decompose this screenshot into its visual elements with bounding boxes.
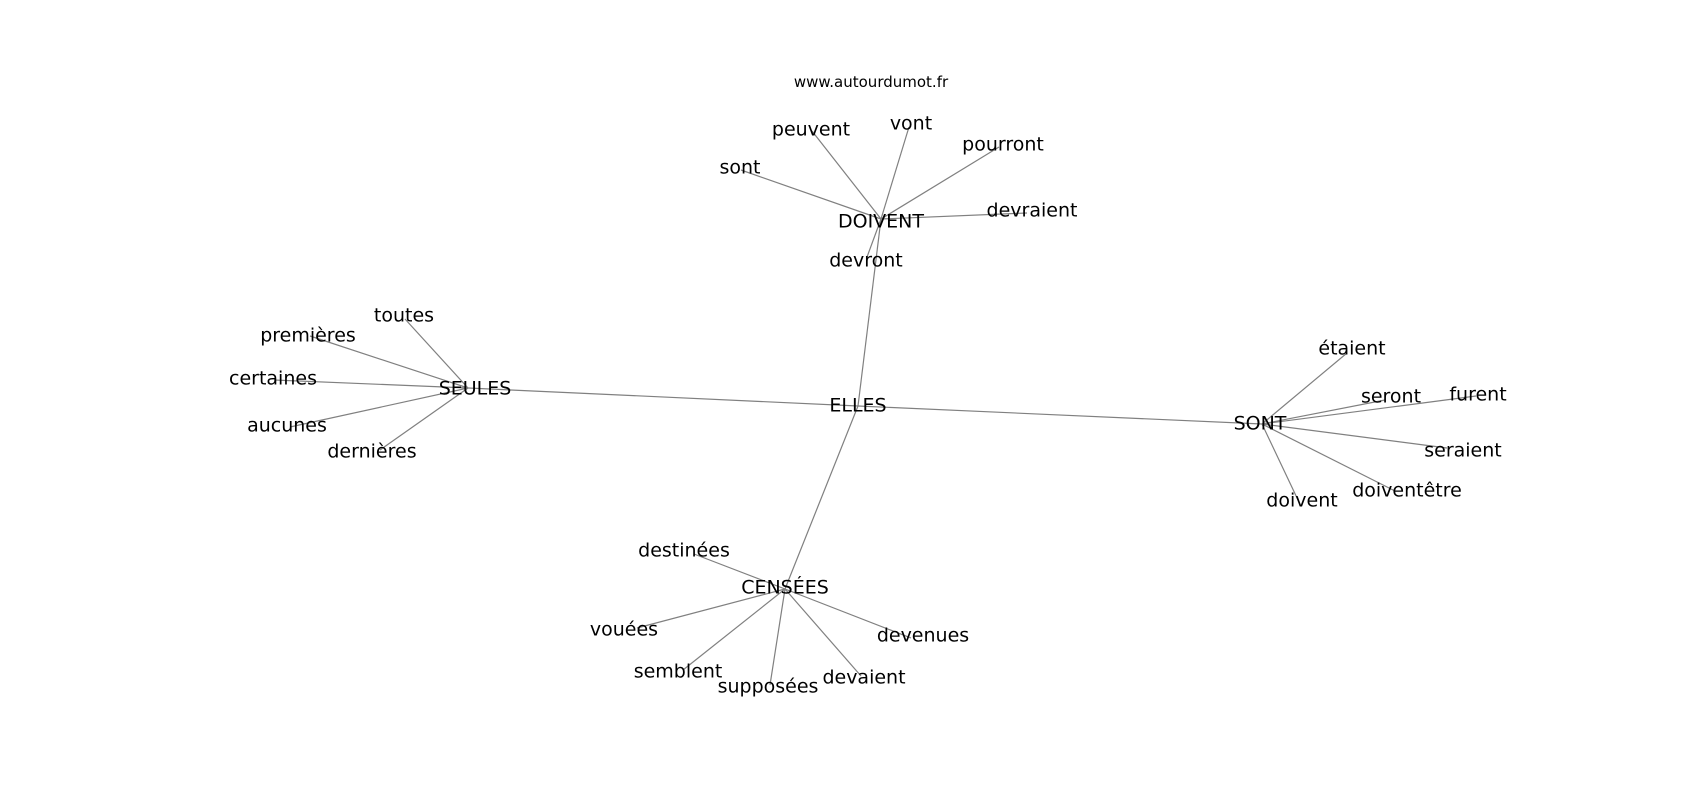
edge-sont_hub-seront [1261, 399, 1386, 425]
node-sont_leaf[interactable]: sont [719, 157, 760, 179]
node-supposees[interactable]: supposées [718, 676, 819, 698]
node-devront[interactable]: devront [829, 250, 903, 272]
edge-seules-premieres [309, 335, 469, 389]
node-elles[interactable]: ELLES [829, 395, 886, 417]
edge-sont_hub-etaient [1261, 352, 1348, 425]
node-dernieres[interactable]: dernières [327, 441, 416, 463]
edge-elles-censees [784, 405, 859, 590]
node-seules[interactable]: SEULES [439, 378, 512, 400]
node-doivent_leaf[interactable]: doivent [1266, 490, 1337, 512]
edge-doivent_hub-sont_leaf [740, 169, 882, 220]
node-premieres[interactable]: premières [260, 325, 356, 347]
node-semblent[interactable]: semblent [634, 661, 723, 683]
node-censees[interactable]: CENSÉES [741, 576, 829, 599]
edge-censees-devaient [784, 588, 862, 677]
node-toutes[interactable]: toutes [374, 305, 434, 327]
edge-elles-sont_hub [857, 405, 1263, 425]
node-furent[interactable]: furent [1449, 384, 1506, 406]
edge-censees-semblent [682, 588, 786, 671]
node-devraient[interactable]: devraient [987, 200, 1078, 222]
edge-censees-vouees [636, 588, 786, 629]
edge-seules-aucunes [289, 387, 469, 428]
site-url-label: www.autourdumot.fr [793, 73, 949, 91]
node-destinees[interactable]: destinées [638, 540, 730, 562]
edge-seules-dernieres [379, 387, 469, 451]
edge-layer [273, 126, 1477, 686]
node-sont_hub[interactable]: SONT [1234, 413, 1287, 435]
node-pourront[interactable]: pourront [962, 134, 1044, 156]
label-layer: ELLES DOIVENT SEULES SONT CENSÉES sont peuvent… [229, 113, 1507, 698]
edge-elles-seules [467, 387, 859, 407]
node-certaines[interactable]: certaines [229, 368, 317, 390]
edge-censees-destinees [693, 553, 786, 590]
edge-sont_hub-doiventetre [1261, 423, 1396, 492]
node-etaient[interactable]: étaient [1318, 338, 1385, 360]
node-vouees[interactable]: vouées [590, 619, 658, 641]
edge-seules-certaines [273, 379, 469, 389]
edge-elles-doivent_hub [857, 218, 882, 407]
edge-sont_hub-furent [1261, 395, 1477, 425]
node-doivent_hub[interactable]: DOIVENT [838, 211, 924, 233]
edge-doivent_hub-devraient [880, 212, 1028, 220]
edge-censees-supposees [769, 588, 786, 686]
node-devenues[interactable]: devenues [877, 625, 969, 647]
edge-sont_hub-seraient [1261, 423, 1448, 449]
node-vont[interactable]: vont [890, 113, 932, 135]
edge-sont_hub-doivent_leaf [1261, 423, 1299, 501]
edge-doivent_hub-vont [880, 126, 910, 220]
edge-doivent_hub-peuvent [811, 130, 882, 220]
edge-censees-devenues [784, 588, 912, 639]
edge-seules-toutes [404, 318, 469, 389]
node-aucunes[interactable]: aucunes [247, 415, 327, 437]
node-devaient[interactable]: devaient [822, 667, 905, 689]
edge-doivent_hub-devront [866, 218, 882, 258]
node-peuvent[interactable]: peuvent [772, 119, 850, 141]
edge-doivent_hub-pourront [880, 146, 1000, 220]
node-seraient[interactable]: seraient [1424, 440, 1502, 462]
node-seront[interactable]: seront [1361, 386, 1421, 408]
node-doiventetre[interactable]: doiventêtre [1352, 480, 1462, 502]
